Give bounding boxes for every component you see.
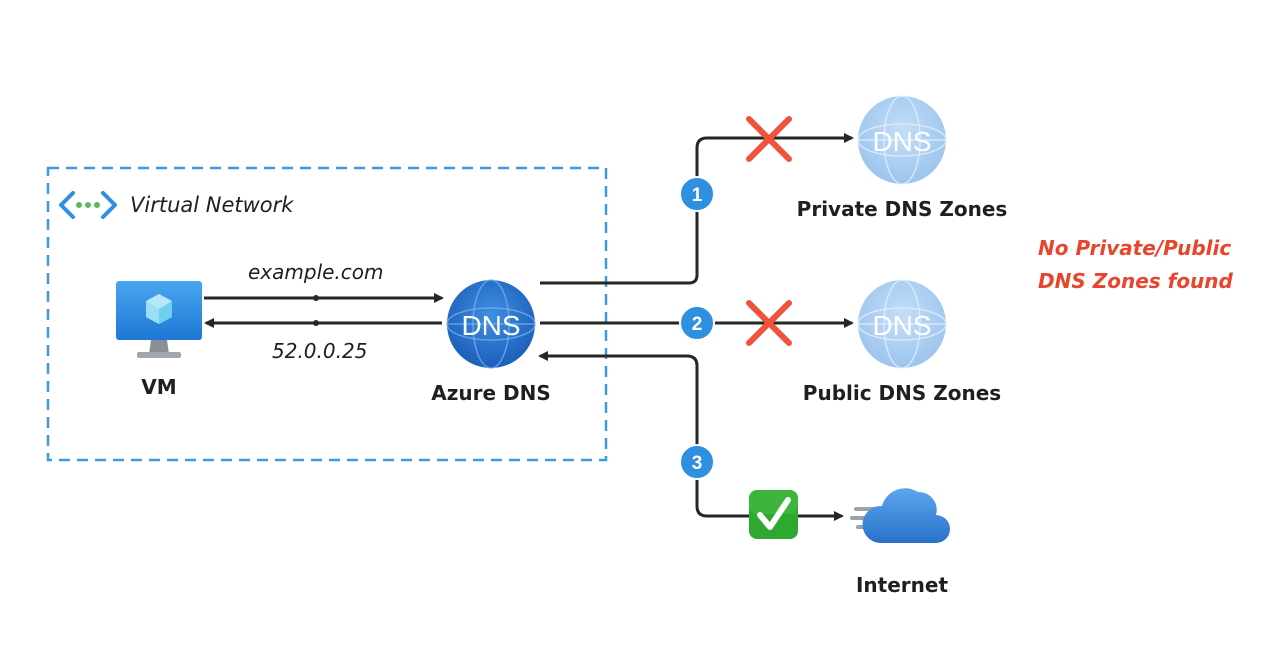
virtual-network-icon — [59, 191, 117, 219]
private-dns-label: Private DNS Zones — [796, 197, 1008, 221]
azure-dns-icon: DNS — [446, 279, 536, 369]
public-dns-label: Public DNS Zones — [802, 381, 1002, 405]
vm-label: VM — [141, 375, 177, 399]
private-dns-icon: DNS — [857, 95, 947, 185]
azure-dns-icon-text: DNS — [461, 310, 520, 341]
public-dns-icon: DNS — [857, 279, 947, 369]
step-badge-2-text: 2 — [692, 314, 703, 335]
step-badge-1-text: 1 — [692, 185, 703, 206]
virtual-machine-icon — [116, 281, 202, 358]
virtual-network-boundary — [46, 166, 608, 462]
cloud-icon — [850, 488, 950, 543]
step-badge-2: 2 — [679, 305, 715, 341]
check-icon — [749, 490, 798, 539]
request-arrow — [204, 293, 444, 303]
cross-icon-public — [746, 300, 792, 346]
request-label: example.com — [248, 260, 384, 284]
result-note-line-1: No Private/Public — [1038, 236, 1232, 260]
public-dns-icon-text: DNS — [872, 310, 931, 341]
response-label: 52.0.0.25 — [272, 339, 368, 363]
private-dns-icon-text: DNS — [872, 126, 931, 157]
path-internet — [538, 351, 844, 521]
virtual-network-label: Virtual Network — [130, 193, 294, 217]
cross-icon-private — [746, 116, 792, 162]
azure-dns-label: Azure DNS — [431, 381, 551, 405]
step-badge-3: 3 — [679, 444, 715, 480]
step-badge-3-text: 3 — [692, 453, 703, 474]
result-note-line-2: DNS Zones found — [1038, 269, 1233, 293]
step-badge-1: 1 — [679, 176, 715, 212]
internet-label: Internet — [855, 573, 949, 597]
result-note: No Private/Public DNS Zones found — [1038, 232, 1233, 298]
response-arrow — [204, 318, 442, 328]
